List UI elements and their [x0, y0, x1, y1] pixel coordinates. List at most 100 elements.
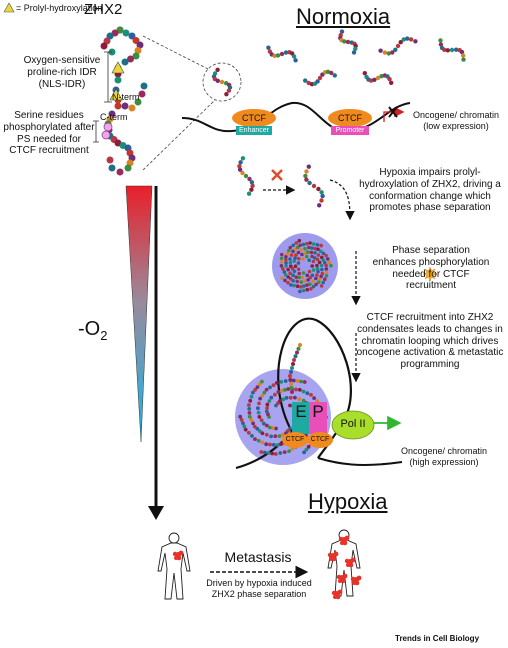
hypoxia-bead: [290, 390, 294, 394]
ctcf-node-e: [282, 432, 308, 448]
normoxia-protein-bead: [291, 54, 297, 59]
step1-bead: [307, 180, 312, 186]
normoxia-protein-bead: [405, 36, 410, 41]
hypoxia-gene-label: Oncogene/ chromatin (high expression): [400, 446, 488, 467]
block-cross-icon: [388, 106, 398, 118]
zoom-line: [142, 99, 216, 171]
condensate-bead: [317, 260, 322, 265]
hypoxia-bead: [304, 447, 309, 452]
hypoxia-bead: [282, 450, 287, 454]
hypoxia-bead: [256, 438, 261, 443]
hypoxia-bead: [264, 423, 269, 428]
hypoxia-bead: [257, 415, 262, 419]
normoxia-protein-bead: [459, 49, 465, 55]
hypoxia-bead: [288, 378, 293, 382]
condensate-bead: [314, 282, 318, 287]
condensate-bead: [316, 247, 320, 251]
condensate-bead: [289, 283, 293, 287]
condensate-bead: [318, 277, 322, 282]
normoxia-protein-bead: [449, 47, 455, 53]
normoxia-protein-bead: [332, 73, 337, 78]
normoxia-protein-bead: [438, 42, 444, 47]
hypoxia-bead: [293, 395, 297, 400]
condensate-bead: [289, 253, 294, 257]
hypoxia-bead: [257, 382, 262, 387]
hypoxia-bead: [256, 410, 261, 415]
condensate-bead: [288, 257, 292, 261]
step1-bead: [243, 173, 249, 179]
hypoxia-bead: [264, 387, 269, 392]
condensate-bead: [297, 256, 301, 261]
condensate-bead: [309, 250, 314, 255]
hypoxia-bead: [288, 374, 292, 378]
zoom-circle: [202, 62, 242, 102]
hypoxia-bead: [264, 409, 269, 414]
normoxia-protein-bead: [306, 80, 311, 86]
condensate-bead: [315, 266, 320, 271]
zhx2-bead: [128, 104, 136, 112]
ctcf-node-p: [307, 432, 333, 448]
hypoxia-bead: [271, 442, 276, 447]
condensate-bead: [311, 242, 316, 246]
normoxia-protein-bead: [275, 53, 281, 58]
hypoxia-bead: [247, 414, 252, 419]
hypoxia-bead: [251, 390, 255, 395]
condensate-bead: [294, 275, 299, 280]
primary-tumor-blob: [172, 551, 178, 557]
serine-label: Serine residues phosphorylated after PS …: [3, 110, 95, 157]
step1-bead: [237, 167, 243, 172]
metastasis-tumor-blob: [335, 594, 341, 600]
pol-ii-node: [331, 410, 375, 440]
condensate-bead: [315, 273, 319, 277]
condensate-bead: [297, 271, 302, 276]
condensate-bead: [305, 273, 310, 278]
condensate-bead: [323, 277, 327, 282]
condensate-bead: [307, 258, 312, 263]
normoxia-protein-bead: [408, 37, 414, 42]
hypoxia-bead: [269, 395, 274, 400]
hypoxia-bead: [274, 426, 278, 431]
normoxia-protein-bead: [315, 79, 320, 84]
metastasis-tumor-blob: [342, 540, 348, 546]
normoxia-protein-bead: [390, 50, 395, 55]
metastasis-tumor-blob: [342, 573, 348, 579]
condensate-bead: [310, 264, 315, 268]
metastatic-tumor-icons: [327, 535, 362, 600]
condensate-bead: [291, 273, 295, 278]
condensate-bead: [297, 238, 302, 243]
idr-bracket: [104, 51, 112, 103]
metastasis-tumor-blob: [336, 574, 342, 580]
metastasis-tumor-blob: [338, 536, 344, 542]
condensate-bead: [303, 246, 307, 251]
normoxia-protein-bead: [389, 80, 394, 86]
condensate-bead: [310, 254, 314, 259]
step1-bead: [319, 190, 324, 195]
step1-bead: [306, 164, 311, 169]
promoter-box: [331, 126, 369, 135]
hypoxia-bead: [247, 411, 252, 415]
hypoxia-bead: [302, 450, 306, 455]
promoter-label: Promoter: [335, 127, 365, 134]
normoxia-protein-bead: [362, 71, 367, 76]
normoxia-protein-bead: [442, 47, 447, 52]
hypoxia-bead: [280, 432, 285, 437]
step3-text: CTCF recruitment into ZHX2 condensates l…: [356, 312, 504, 371]
normoxia-zhx2-proteins: [211, 29, 466, 97]
step1-bead: [250, 183, 255, 188]
hypoxia-bead: [279, 442, 283, 446]
zhx2-bead: [132, 52, 140, 60]
hypoxia-bead: [260, 440, 265, 445]
condensate-bead: [279, 260, 284, 264]
condensate-bead: [296, 250, 301, 255]
condensate-bead: [286, 275, 291, 279]
condensate-bead: [324, 253, 328, 258]
hypoxia-bead: [257, 401, 261, 406]
condensate-bead: [306, 250, 310, 254]
condensate-bead: [299, 280, 304, 284]
hypoxia-bead: [258, 429, 262, 433]
zhx2-bead: [138, 90, 146, 98]
metastasis-title: Metastasis: [224, 549, 292, 565]
metastasis-tumor-blob: [333, 551, 339, 557]
condensate-bead: [301, 288, 306, 293]
step1-bead: [249, 187, 254, 192]
